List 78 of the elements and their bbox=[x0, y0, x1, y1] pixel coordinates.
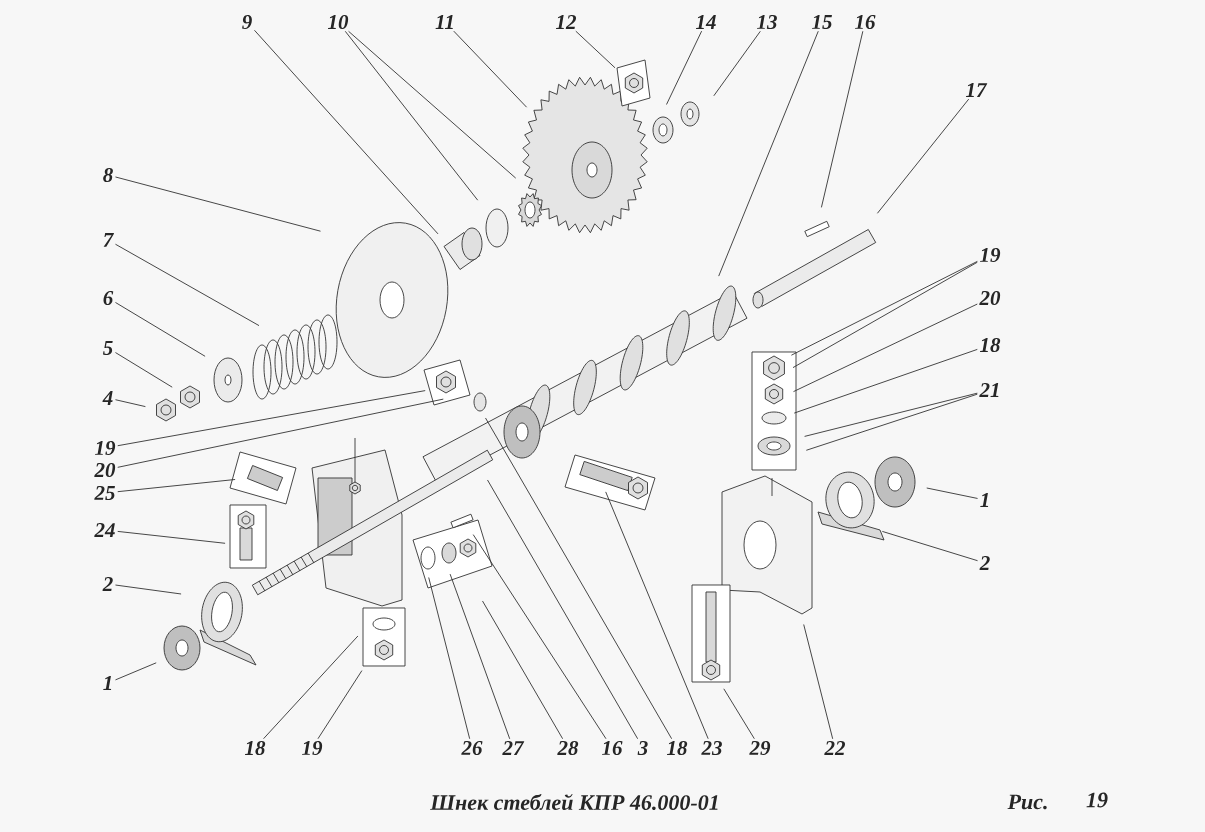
leader-line bbox=[575, 30, 616, 69]
leader-line bbox=[723, 688, 755, 740]
callout-number: 7 bbox=[103, 233, 114, 247]
leader-line bbox=[263, 635, 359, 740]
leader-line bbox=[348, 30, 517, 179]
callout-number: 21 bbox=[979, 383, 999, 397]
leader-line bbox=[453, 30, 528, 108]
leader-line bbox=[115, 584, 182, 595]
callout-number: 25 bbox=[94, 485, 115, 501]
callout-number: 15 bbox=[812, 14, 832, 30]
leader-line bbox=[713, 30, 761, 97]
callout-number: 26 bbox=[461, 740, 483, 756]
callout-number: 17 bbox=[966, 83, 988, 97]
leader-line bbox=[115, 302, 206, 357]
callout-number: 9 bbox=[242, 14, 252, 30]
callout-number: 19 bbox=[95, 440, 116, 456]
figure-label: 19 bbox=[1086, 792, 1108, 808]
leader-line bbox=[804, 392, 978, 437]
leader-line bbox=[115, 243, 260, 327]
callout-number: 19 bbox=[980, 247, 1001, 263]
leader-line bbox=[117, 390, 426, 447]
callout-number: 16 bbox=[602, 740, 623, 756]
callout-number: 12 bbox=[556, 15, 577, 29]
callout-number: 2 bbox=[102, 577, 113, 591]
callout-number: 29 bbox=[749, 740, 771, 756]
leader-line bbox=[115, 662, 157, 681]
callout-number: 28 bbox=[557, 740, 579, 756]
leader-line bbox=[881, 530, 978, 562]
callout-number: 1 bbox=[980, 493, 989, 507]
leader-line bbox=[117, 398, 444, 468]
figure-label: Рис. bbox=[1007, 794, 1047, 810]
callout-number: 4 bbox=[102, 391, 113, 405]
caption: Шнек стеблей КПР 46.000-01 bbox=[430, 793, 718, 811]
leader-line bbox=[117, 530, 226, 544]
callout-number: 1 bbox=[103, 676, 112, 690]
callout-number: 5 bbox=[103, 341, 113, 355]
leader-line bbox=[805, 393, 978, 451]
callout-number: 23 bbox=[701, 740, 722, 756]
callout-number: 3 bbox=[637, 740, 648, 756]
leader-line bbox=[428, 577, 471, 740]
callout-number: 6 bbox=[103, 290, 114, 306]
leader-line bbox=[344, 30, 479, 201]
callout-number: 16 bbox=[855, 14, 876, 30]
leader-line bbox=[115, 352, 173, 388]
callout-number: 24 bbox=[94, 523, 115, 537]
callout-number: 27 bbox=[502, 741, 525, 755]
leader-line bbox=[317, 670, 363, 740]
leader-line bbox=[115, 399, 146, 408]
callout-number: 11 bbox=[435, 15, 453, 29]
callout-number: 14 bbox=[696, 15, 716, 29]
leader-line bbox=[115, 176, 321, 232]
callout-number: 19 bbox=[302, 740, 323, 756]
leader-line bbox=[718, 30, 819, 277]
callout-number: 18 bbox=[245, 740, 266, 756]
leader-line bbox=[449, 573, 511, 740]
callout-number: 2 bbox=[979, 556, 990, 570]
leader-line bbox=[482, 600, 564, 740]
leader-line bbox=[605, 491, 709, 740]
callout-number: 20 bbox=[94, 462, 116, 478]
leader-line bbox=[487, 479, 639, 740]
leader-line bbox=[485, 417, 673, 740]
callout-number: 18 bbox=[980, 337, 1001, 353]
callout-number: 10 bbox=[328, 14, 349, 30]
leader-line bbox=[926, 487, 978, 499]
leader-line bbox=[793, 348, 978, 414]
leader-line bbox=[803, 624, 834, 740]
callout-number: 22 bbox=[824, 741, 846, 755]
callout-number: 18 bbox=[667, 740, 688, 756]
leader-line bbox=[254, 29, 439, 235]
leader-line bbox=[666, 30, 703, 105]
leader-line bbox=[820, 30, 864, 208]
leader-line bbox=[117, 479, 236, 493]
callout-number: 20 bbox=[979, 290, 1001, 306]
leader-line bbox=[876, 98, 970, 214]
callout-number: 13 bbox=[757, 14, 777, 30]
leader-line bbox=[793, 303, 978, 393]
callout-number: 8 bbox=[103, 167, 113, 183]
leader-line bbox=[472, 534, 607, 740]
